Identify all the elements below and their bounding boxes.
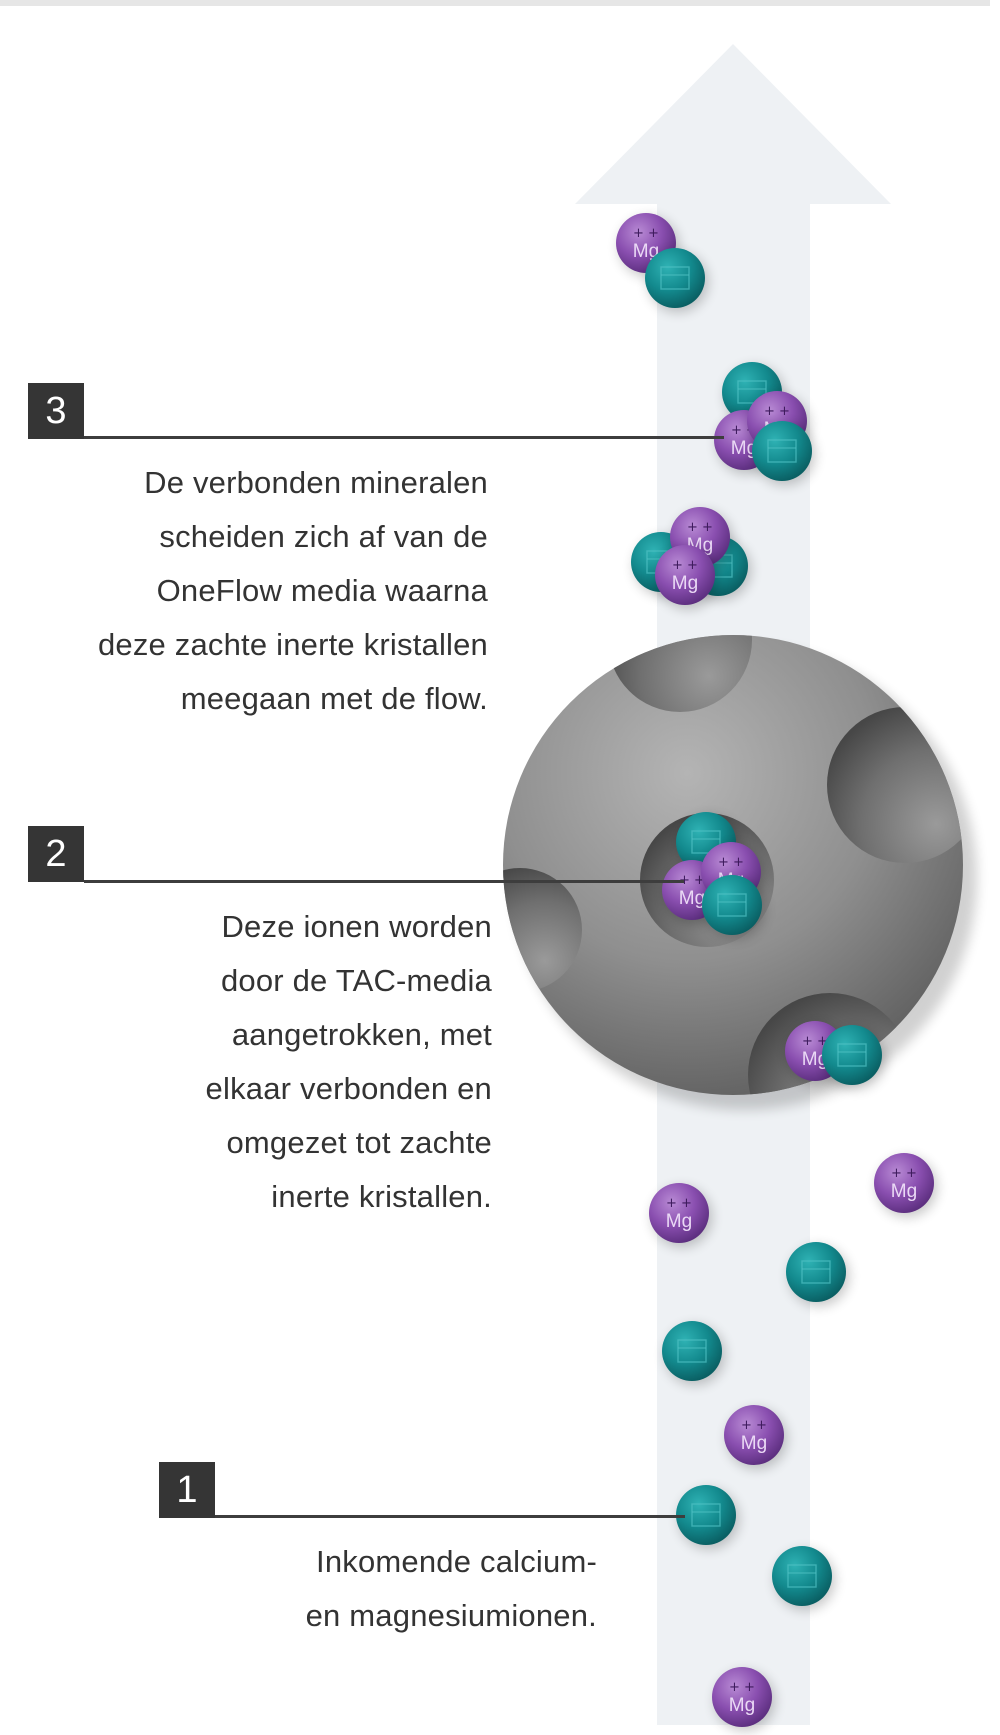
step-1-line: en magnesiumionen. bbox=[305, 1598, 597, 1633]
step-3-line: OneFlow media waarna bbox=[156, 573, 488, 608]
step-3-leader-line bbox=[84, 436, 724, 439]
ion-layer: + +Mg+ +Mg+ +Mg+ +Mg+ +Mg+ +Mg+ +Mg+ +Mg… bbox=[616, 213, 937, 1731]
step-1-description: Inkomende calcium- en magnesiumionen. bbox=[306, 1535, 597, 1643]
calcium-ion bbox=[662, 1321, 725, 1385]
step-2-line: elkaar verbonden en bbox=[205, 1071, 492, 1106]
ion-charge-label: + + bbox=[891, 1166, 917, 1181]
magnesium-ion: + +Mg bbox=[712, 1667, 775, 1731]
step-3-badge: 3 bbox=[28, 383, 84, 439]
sphere-crater bbox=[827, 707, 963, 863]
calcium-ion bbox=[772, 1546, 835, 1610]
step-2-line: Deze ionen worden bbox=[221, 909, 492, 944]
ion-symbol-label: Mg bbox=[731, 438, 757, 459]
step-2-line: aangetrokken, met bbox=[231, 1017, 492, 1052]
calcium-ion bbox=[676, 1485, 739, 1549]
step-2-line: omgezet tot zachte bbox=[226, 1125, 492, 1160]
step-2-line: inerte kristallen. bbox=[271, 1179, 492, 1214]
step-3-line: scheiden zich af van de bbox=[159, 519, 488, 554]
ion-symbol-label: Mg bbox=[666, 1211, 692, 1232]
step-2-leader-line bbox=[84, 880, 684, 883]
step-1-leader-line bbox=[215, 1515, 685, 1518]
ion-symbol-label: Mg bbox=[679, 888, 705, 909]
ion-charge-label: + + bbox=[764, 404, 790, 419]
step-2-description: Deze ionen worden door de TAC-media aang… bbox=[206, 900, 492, 1224]
step-3-line: De verbonden mineralen bbox=[144, 465, 488, 500]
step-1-badge: 1 bbox=[159, 1462, 215, 1518]
calcium-ion bbox=[822, 1025, 885, 1089]
ion-symbol-label: Mg bbox=[672, 573, 698, 594]
magnesium-ion: + +Mg bbox=[649, 1183, 712, 1247]
ion-charge-label: + + bbox=[718, 855, 744, 870]
ion-charge-label: + + bbox=[666, 1196, 692, 1211]
ion-symbol-label: Mg bbox=[729, 1695, 755, 1716]
calcium-ion bbox=[786, 1242, 849, 1306]
ion-symbol-label: Mg bbox=[741, 1433, 767, 1454]
step-1-line: Inkomende calcium- bbox=[316, 1544, 597, 1579]
ion-charge-label: + + bbox=[802, 1034, 828, 1049]
magnesium-ion: + +Mg bbox=[874, 1153, 937, 1217]
calcium-ion bbox=[645, 248, 708, 312]
top-divider bbox=[0, 0, 990, 6]
ion-symbol-label: Mg bbox=[802, 1049, 828, 1070]
ion-charge-label: + + bbox=[633, 226, 659, 241]
ion-charge-label: + + bbox=[741, 1418, 767, 1433]
magnesium-ion: + +Mg bbox=[724, 1405, 787, 1469]
step-3-line: deze zachte inerte kristallen bbox=[97, 627, 488, 662]
ion-charge-label: + + bbox=[679, 873, 705, 888]
step-2-badge: 2 bbox=[28, 826, 84, 882]
ion-symbol-label: Mg bbox=[891, 1181, 917, 1202]
step-3-description: De verbonden mineralen scheiden zich af … bbox=[98, 456, 488, 726]
ion-symbol-label: Mg bbox=[633, 241, 659, 262]
sphere-crater bbox=[503, 868, 582, 992]
calcium-ion bbox=[702, 875, 765, 939]
ion-charge-label: + + bbox=[687, 520, 713, 535]
step-3-line: meegaan met de flow. bbox=[180, 681, 488, 716]
magnesium-ion: + +Mg bbox=[655, 545, 718, 609]
calcium-ion bbox=[752, 421, 815, 485]
step-2-line: door de TAC-media bbox=[220, 963, 492, 998]
ion-charge-label: + + bbox=[729, 1680, 755, 1695]
ion-charge-label: + + bbox=[672, 558, 698, 573]
